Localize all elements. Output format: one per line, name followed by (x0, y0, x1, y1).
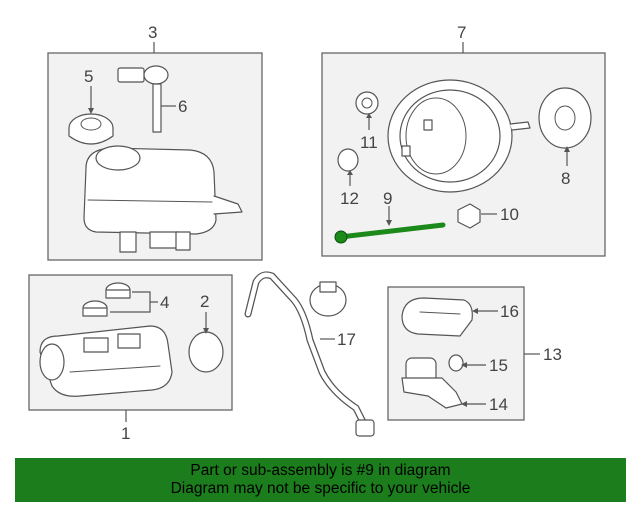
bracket-16 (401, 297, 473, 337)
master-cylinder (39, 325, 173, 397)
callout-6: 6 (178, 97, 187, 116)
sensor-14 (401, 357, 463, 409)
highlighted-part-9 (334, 222, 446, 244)
callout-17: 17 (337, 330, 356, 349)
reservoir-cap (68, 113, 114, 145)
callout-2: 2 (200, 292, 209, 311)
callout-12: 12 (340, 189, 359, 208)
grommets (82, 282, 131, 317)
level-sensor (117, 65, 169, 133)
banner-line-2: Diagram may not be specific to your vehi… (170, 480, 471, 497)
callout-13: 13 (543, 345, 562, 364)
info-banner: Part or sub-assembly is #9 in diagram Di… (15, 458, 626, 502)
seal-11 (355, 91, 379, 115)
callout-16: 16 (500, 302, 519, 321)
callout-14: 14 (489, 395, 508, 414)
callout-10: 10 (500, 205, 519, 224)
callout-11: 11 (360, 133, 378, 152)
callout-1: 1 (121, 424, 130, 443)
callout-15: 15 (489, 356, 508, 375)
callout-4: 4 (160, 293, 169, 312)
bushing-15 (448, 354, 464, 372)
callout-5: 5 (84, 67, 93, 86)
o-ring-12 (337, 148, 359, 172)
callout-3: 3 (148, 23, 157, 42)
callout-9: 9 (383, 189, 392, 208)
o-ring-2 (188, 331, 224, 373)
reservoir-tank (83, 145, 243, 253)
banner-line-1: Part or sub-assembly is #9 in diagram (190, 462, 451, 479)
vacuum-hose (244, 271, 375, 437)
nut-10 (457, 203, 481, 229)
callout-7: 7 (457, 23, 466, 42)
booster-gasket (538, 87, 592, 149)
brake-booster (387, 79, 531, 193)
callout-8: 8 (561, 169, 570, 188)
